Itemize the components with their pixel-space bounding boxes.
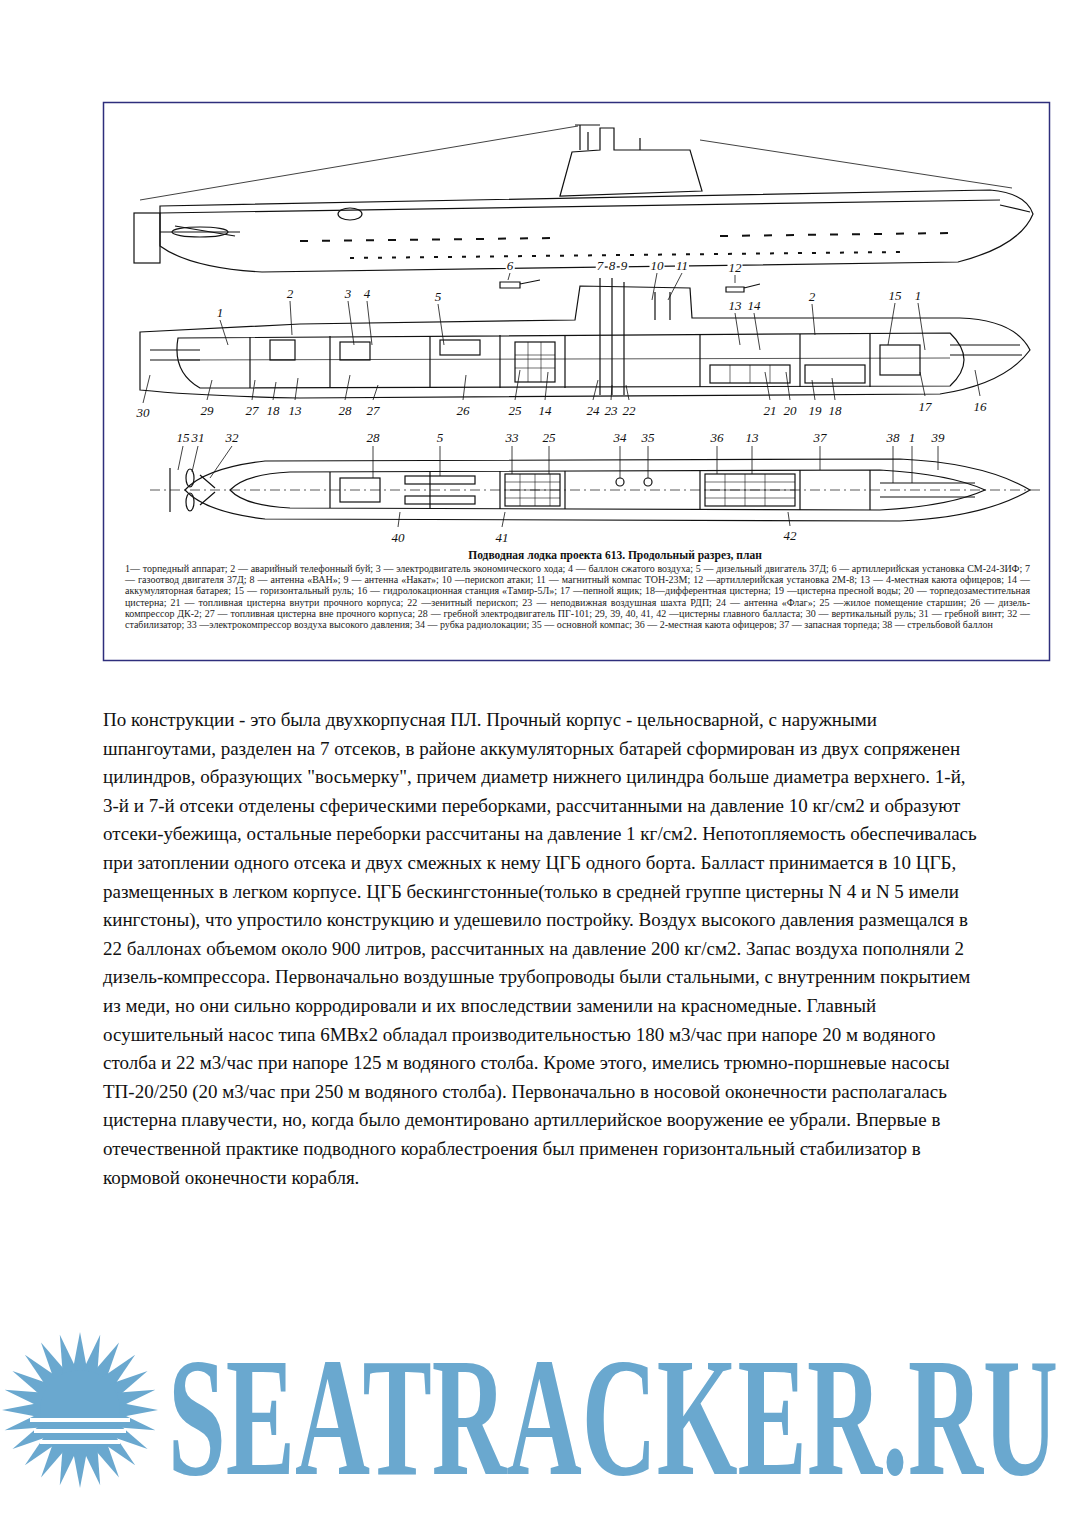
callout-number: 25 — [508, 404, 523, 417]
callout-number: 1 — [908, 431, 917, 444]
callout-number: 8 — [608, 259, 617, 272]
callout-number: 6 — [506, 259, 515, 272]
callout-number: 15 — [176, 431, 191, 444]
watermark-text: SEATRACKER.RU — [168, 1332, 1058, 1502]
callout-number: 7 — [596, 259, 605, 272]
callout-number: 27 — [245, 404, 260, 417]
callout-number: 18 — [828, 404, 843, 417]
callout-number: 2 — [808, 290, 817, 303]
figure-frame — [104, 103, 1050, 661]
callout-number: 15 — [888, 289, 903, 302]
callout-number: 14 — [747, 299, 762, 312]
plan-view — [150, 459, 1040, 521]
callout-number: 29 — [200, 404, 215, 417]
callout-number: 5 — [436, 431, 445, 444]
callout-number: 18 — [266, 404, 281, 417]
callout-number: 31 — [191, 431, 206, 444]
callout-number: 12 — [728, 261, 743, 274]
body-paragraph: По конструкции - это была двухкорпусная … — [103, 706, 981, 1192]
callout-number: 11 — [675, 259, 689, 272]
callout-number: 14 — [538, 404, 553, 417]
leader-lines — [143, 273, 980, 527]
callout-number: 9 — [620, 259, 629, 272]
callout-number: 22 — [622, 404, 637, 417]
callout-number: 40 — [391, 531, 406, 544]
callout-number: 27 — [366, 404, 381, 417]
callout-number: 37 — [813, 431, 828, 444]
longitudinal-section — [140, 278, 1030, 398]
side-profile — [134, 125, 1033, 272]
callout-number: 1 — [216, 306, 225, 319]
figure-caption: Подводная лодка проекта 613. Продольный … — [468, 549, 762, 562]
callout-number: 33 — [505, 431, 520, 444]
callout-number: 2 — [286, 287, 295, 300]
callout-number: 25 — [542, 431, 557, 444]
callout-number: 4 — [363, 287, 372, 300]
sun-logo — [2, 1332, 158, 1488]
callout-number: 39 — [931, 431, 946, 444]
callout-number: 10 — [650, 259, 665, 272]
callout-number: 34 — [613, 431, 628, 444]
callout-number: 24 — [586, 404, 601, 417]
callout-number: 1 — [914, 289, 923, 302]
callout-number: 20 — [783, 404, 798, 417]
callout-number: 38 — [886, 431, 901, 444]
callout-number: 32 — [225, 431, 240, 444]
callout-number: 19 — [808, 404, 823, 417]
callout-number: 41 — [495, 531, 510, 544]
callout-number: 3 — [344, 287, 353, 300]
callout-number: 21 — [763, 404, 778, 417]
callout-number: 5 — [434, 290, 443, 303]
callout-number: 28 — [366, 431, 381, 444]
callout-number: 17 — [918, 400, 933, 413]
callout-number: 42 — [783, 529, 798, 542]
callout-number: 30 — [136, 406, 151, 419]
callout-number: 13 — [728, 299, 743, 312]
callout-number: 35 — [641, 431, 656, 444]
callout-number: 36 — [710, 431, 725, 444]
callout-number: 13 — [745, 431, 760, 444]
callout-number: 28 — [338, 404, 353, 417]
callout-number: 13 — [288, 404, 303, 417]
callout-number: 16 — [973, 400, 988, 413]
callout-number: 26 — [456, 404, 471, 417]
legend-text: 1— торпедный аппарат; 2 — аварийный теле… — [125, 563, 1030, 630]
callout-number: 23 — [604, 404, 619, 417]
